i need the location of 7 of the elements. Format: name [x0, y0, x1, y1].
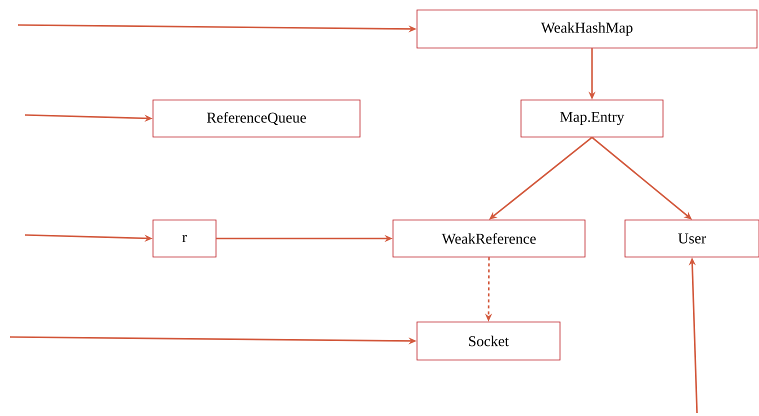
class-box: ReferenceQueue [152, 100, 360, 138]
class-box: WeakReference [392, 220, 586, 258]
class-box: User [624, 220, 759, 258]
class-box: Map.Entry [520, 100, 664, 138]
class-box: WeakHashMap [416, 10, 758, 48]
class-box: r [152, 220, 216, 258]
class-box: Socket [416, 322, 560, 360]
